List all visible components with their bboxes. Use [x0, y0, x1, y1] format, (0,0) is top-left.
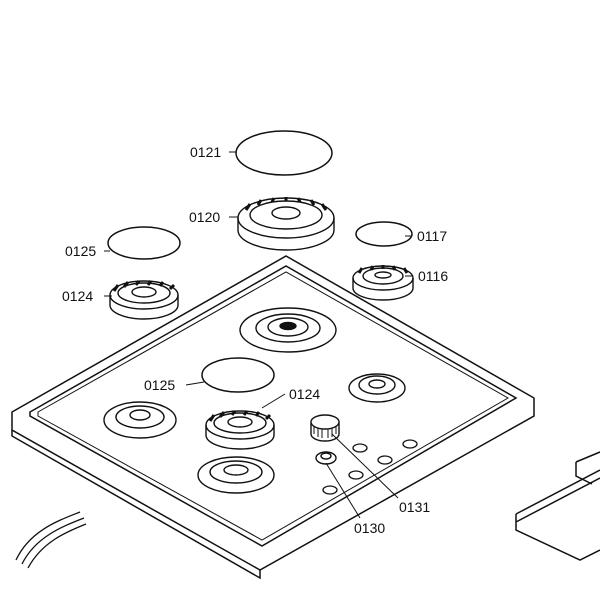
gas-pipe	[15, 511, 87, 569]
label-cap-medium-top: 0125	[65, 243, 96, 259]
burner-medium-hob	[205, 410, 275, 450]
knob-holes	[322, 439, 418, 495]
hob-burner-top	[239, 307, 337, 353]
label-burner-large: 0120	[189, 209, 220, 225]
hob-burner-left	[103, 401, 177, 439]
leader-lines	[104, 151, 412, 519]
label-cap-small: 0117	[417, 228, 447, 244]
label-burner-medium-top: 0124	[62, 288, 93, 304]
label-cap-large: 0121	[190, 144, 221, 160]
hob-plate	[11, 255, 535, 580]
label-cap-medium-hob: 0125	[144, 377, 175, 393]
hob-burner-right	[348, 373, 406, 403]
label-knob: 0131	[399, 499, 430, 515]
burner-large	[237, 197, 335, 251]
cap-large	[235, 130, 333, 176]
knob	[310, 414, 340, 442]
cap-medium-hob	[201, 357, 275, 393]
label-burner-small: 0116	[418, 268, 448, 284]
burner-medium-top	[109, 280, 179, 320]
burner-small	[352, 265, 414, 301]
hob-burner-front	[197, 456, 275, 494]
cap-medium-top	[107, 226, 181, 260]
knob-spindle	[315, 451, 337, 465]
cap-small	[355, 221, 413, 247]
label-knob-spindle: 0130	[354, 520, 385, 536]
label-burner-medium-hob: 0124	[289, 386, 320, 402]
pan-support	[515, 451, 600, 561]
